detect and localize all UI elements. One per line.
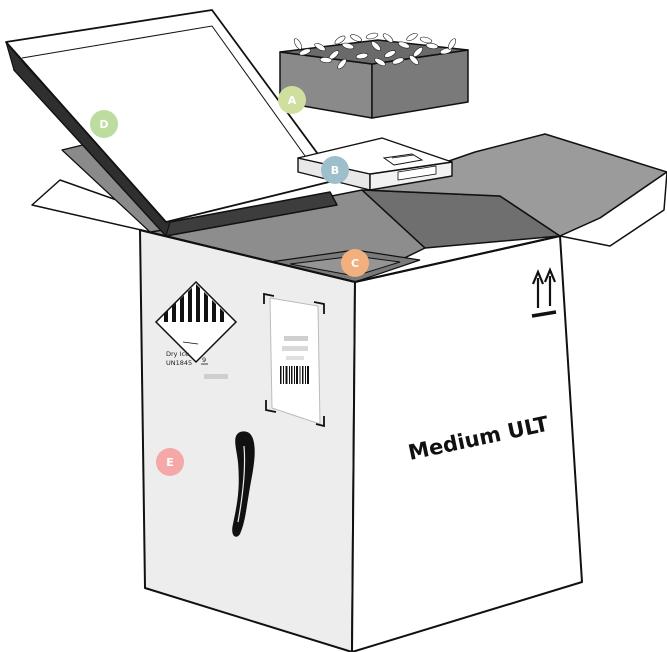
- hazard-class-number: 9: [202, 356, 206, 364]
- marker-b-label: B: [331, 164, 339, 177]
- redacted-address: [284, 336, 308, 341]
- marker-a-label: A: [288, 94, 297, 107]
- marker-e: E: [156, 448, 184, 476]
- shipping-label: [264, 294, 324, 426]
- marker-c-label: C: [351, 257, 359, 270]
- marker-c: C: [341, 249, 369, 277]
- marker-d: D: [90, 110, 118, 138]
- marker-e-label: E: [166, 456, 174, 469]
- marker-b: B: [321, 156, 349, 184]
- dry-ice-text: Dry Ice: [166, 350, 189, 358]
- redacted-text: [204, 374, 228, 379]
- dry-ice-tray: [280, 32, 468, 118]
- marker-d-label: D: [99, 118, 108, 131]
- redacted-address: [282, 346, 308, 351]
- un-number-text: UN1845: [166, 359, 192, 367]
- marker-a: A: [278, 86, 306, 114]
- redacted-address: [286, 356, 304, 360]
